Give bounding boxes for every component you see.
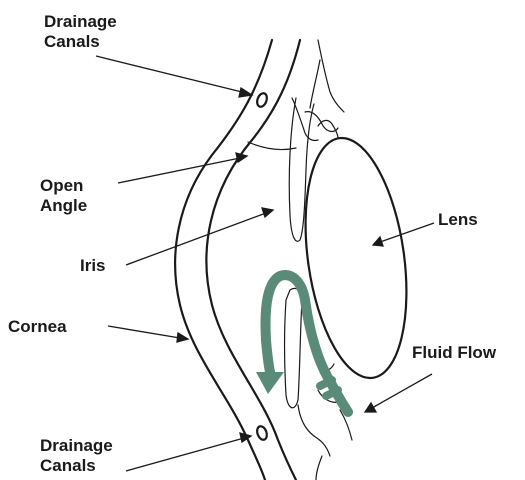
label-open-angle: Open Angle [40,176,87,216]
label-fluid-flow: Fluid Flow [412,343,496,363]
label-iris: Iris [80,256,106,276]
label-drainage-canals-top: Drainage Canals [44,12,117,52]
cornea-inner-edge [206,40,300,480]
leader-cornea [108,326,180,338]
leader-drainage-top [96,56,246,93]
leader-open-angle [118,158,240,183]
ciliary-body-top [318,40,344,112]
label-cornea: Cornea [8,317,67,337]
label-drainage-canals-bottom: Drainage Canals [40,436,113,476]
leader-fluid-flow [372,374,432,408]
leader-iris [126,213,266,265]
label-lens: Lens [438,210,478,230]
drainage-canal-bottom [255,425,268,441]
leader-drainage-bottom [126,438,244,471]
drainage-canal-top [255,92,268,108]
iris-lower-outline [285,288,303,407]
open-angle-wedge [248,142,296,150]
fluid-flow-arrowhead [256,372,284,394]
